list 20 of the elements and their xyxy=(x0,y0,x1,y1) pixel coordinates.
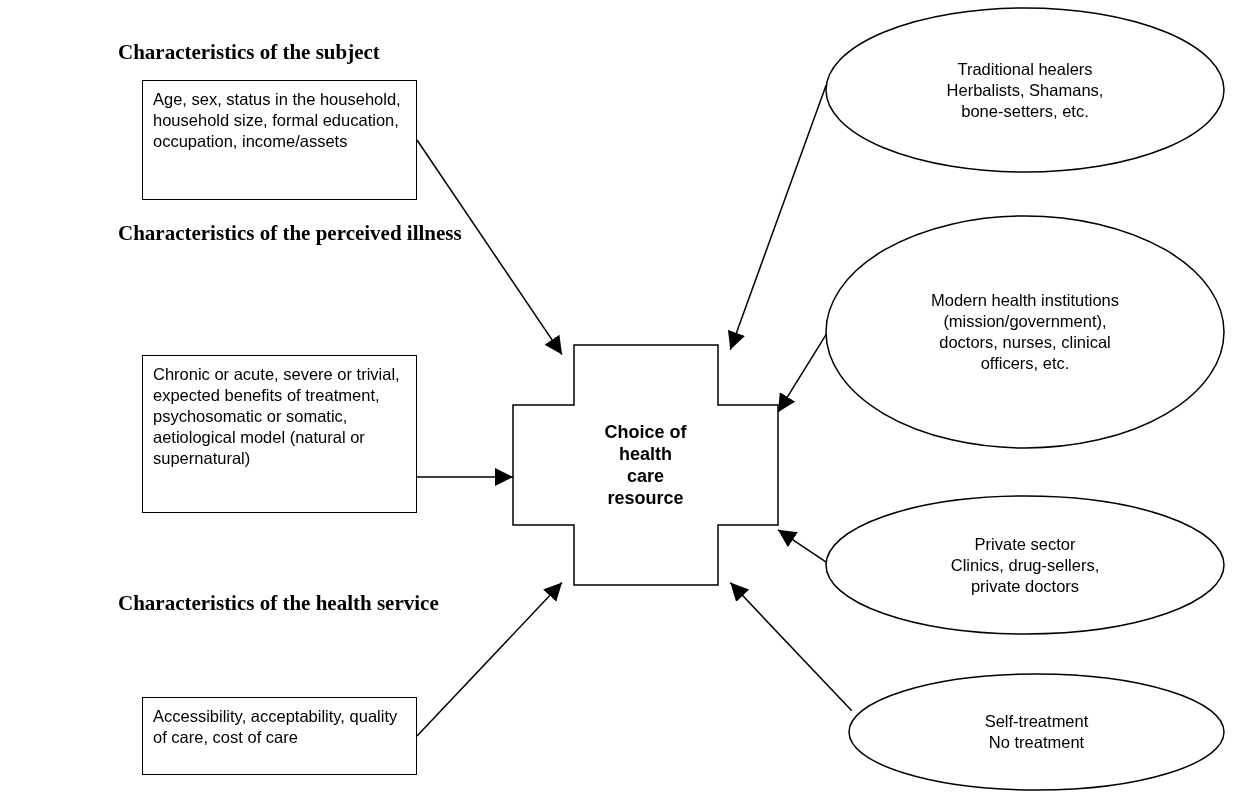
arrow xyxy=(416,581,563,737)
arrow xyxy=(729,581,853,712)
section-heading: Characteristics of the subject xyxy=(118,40,380,65)
ellipse-label: Clinics, drug-sellers, private doctors xyxy=(949,554,1101,597)
arrow xyxy=(777,529,827,563)
cross-label: Choice of health care resource xyxy=(603,421,688,509)
text-box: Chronic or acute, severe or trivial, expected benefits of treatment, psychosomatic or somatic, aetiological model (natural or supernatural) xyxy=(142,355,417,513)
ellipse-label: Self-treatment xyxy=(984,711,1089,732)
section-heading: Characteristics of the perceived illness xyxy=(118,221,462,246)
text-box: Accessibility, acceptability, quality of care, cost of care xyxy=(142,697,417,775)
ellipse-label: Traditional healers xyxy=(957,58,1093,80)
ellipse-label: Modern health institutions (mission/government), doctors, nurses, clinical officers, etc. xyxy=(930,290,1120,374)
arrow xyxy=(416,139,563,356)
section-heading: Characteristics of the health service xyxy=(118,591,439,616)
arrow xyxy=(416,468,514,486)
text-box: Age, sex, status in the household, household size, formal education, occupation, income/assets xyxy=(142,80,417,200)
ellipse-label: No treatment xyxy=(988,732,1085,753)
ellipse-label: Private sector xyxy=(974,533,1076,555)
arrow xyxy=(777,333,827,413)
ellipse-label: Herbalists, Shamans, bone-setters, etc. xyxy=(945,79,1105,122)
